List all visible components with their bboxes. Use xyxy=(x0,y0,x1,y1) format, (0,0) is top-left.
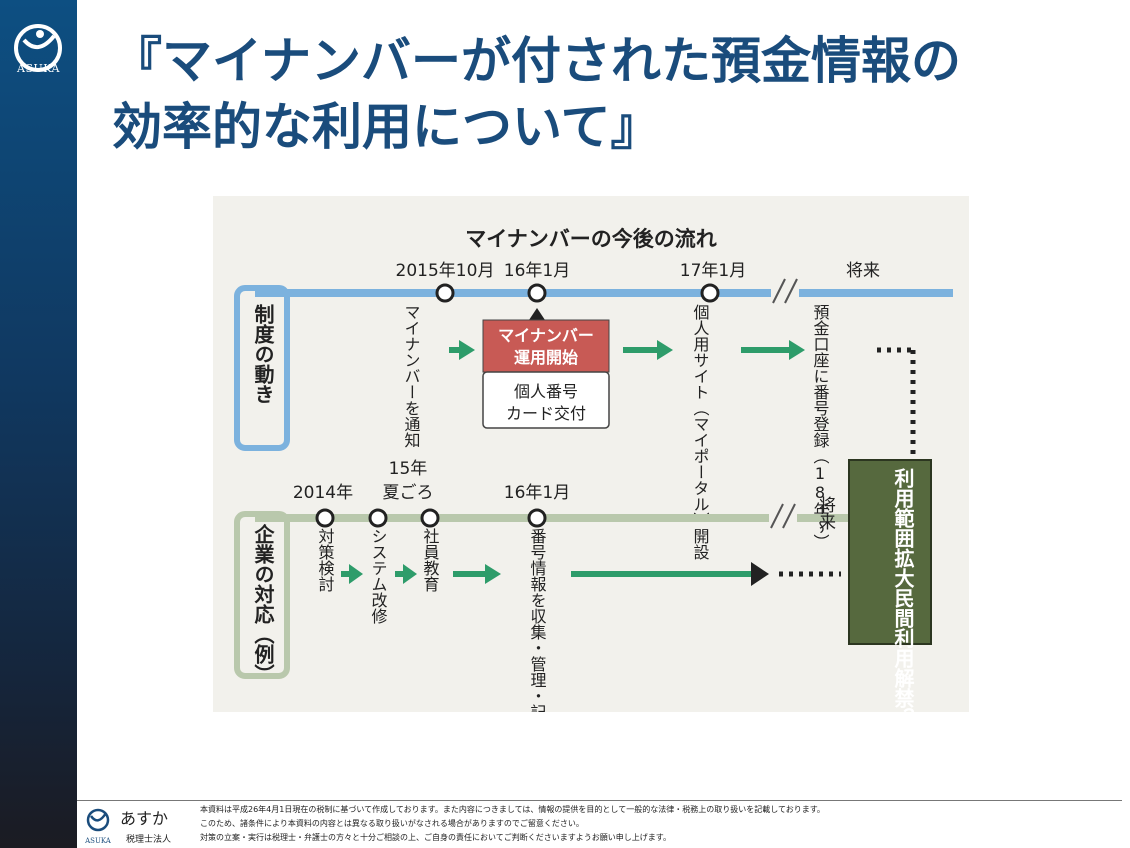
company-date-2014: 2014年 xyxy=(293,483,353,503)
company-break-mark xyxy=(770,503,784,529)
company-date-16-1: 16年1月 xyxy=(504,483,570,503)
footer-line: このため、諸条件により本資料の内容とは異なる取り扱いがなされる場合がありますので… xyxy=(200,819,584,828)
step-training-text: 社員教育 xyxy=(421,528,440,593)
system-date-16-1: 16年1月 xyxy=(504,261,570,281)
system-row-label: 制度の動き xyxy=(251,304,275,404)
system-milestone xyxy=(527,283,547,303)
arrow-icon xyxy=(789,340,805,360)
box-card-issue xyxy=(482,371,610,429)
timeline-figure: マイナンバーの今後の流れ 制度の動き 2015年10月 16年1月 17年1月 … xyxy=(213,196,969,712)
footer-line: 対策の立案・実行は税理士・弁護士の方々と十分ご相談の上、ご自身の責任においてご判… xyxy=(200,833,671,842)
footer-rule xyxy=(77,800,1122,801)
arrow-icon xyxy=(751,562,769,586)
system-break-mark xyxy=(784,278,798,304)
system-date-17-1: 17年1月 xyxy=(680,261,746,281)
footer-line: 本資料は平成26年4月1日現在の税制に基づいて作成しております。また内容につきま… xyxy=(200,805,825,814)
company-milestone xyxy=(527,508,547,528)
box-white-line2: カード交付 xyxy=(506,404,586,423)
arrow-icon xyxy=(459,340,475,360)
company-break-mark xyxy=(782,503,796,529)
asuka-logo-icon xyxy=(14,24,62,72)
system-row-bracket xyxy=(234,285,290,451)
notify-text: マイナンバーを通知 xyxy=(402,304,421,448)
system-date-2015-10: 2015年10月 xyxy=(396,261,495,281)
footer-brand-name: あすか xyxy=(120,809,168,828)
result-box xyxy=(848,459,932,645)
result-text: 利用範囲拡大民間利用解禁？ xyxy=(891,468,915,712)
page-title: 『マイナンバーが付された預金情報の 効率的な利用について』 xyxy=(112,28,1112,160)
system-break-mark xyxy=(772,278,786,304)
company-milestone xyxy=(315,508,335,528)
footer-disclaimer: 本資料は平成26年4月1日現在の税制に基づいて作成しております。また内容につきま… xyxy=(200,803,1120,845)
step-plan-text: 対策検討 xyxy=(316,528,335,592)
arrow-icon xyxy=(485,564,501,584)
system-milestone xyxy=(435,283,455,303)
box-white-line1: 個人番号 xyxy=(514,382,578,401)
system-date-future: 将来 xyxy=(846,261,880,281)
box-red-line1: マイナンバー xyxy=(498,326,594,345)
company-milestone xyxy=(368,508,388,528)
company-date-future: 将来 xyxy=(815,496,836,530)
arrow-icon xyxy=(349,564,363,584)
pointer-triangle-icon xyxy=(529,308,545,320)
step-collect-text: 番号情報を収集・管理・記載 xyxy=(528,528,547,712)
box-red-line2: 運用開始 xyxy=(514,348,578,367)
title-line-2: 効率的な利用について』 xyxy=(112,97,661,156)
portal-text: 個人用サイト（マイポータル）開設 xyxy=(691,304,710,560)
deposit-text: 預金口座に番号登録（18年〜） xyxy=(811,304,830,550)
arrow-icon xyxy=(403,564,417,584)
footer-logo-text: ASUKA xyxy=(84,837,112,845)
company-row-label: 企業の対応（例） xyxy=(251,523,275,684)
company-date-15: 15年 xyxy=(389,459,428,479)
arrow-icon xyxy=(657,340,673,360)
system-milestone xyxy=(700,283,720,303)
company-date-summer: 夏ごろ xyxy=(383,483,434,503)
diagram-heading: マイナンバーの今後の流れ xyxy=(465,227,717,251)
footer-brand-sub: 税理士法人 xyxy=(126,833,171,845)
sidebar: ASUKA xyxy=(0,0,77,848)
company-milestone xyxy=(420,508,440,528)
figure-background xyxy=(213,196,969,712)
footer-brand-logo: ASUKA あすか 税理士法人 xyxy=(84,808,171,845)
title-line-1: 『マイナンバーが付された預金情報の xyxy=(112,31,961,90)
sidebar-logo-text: ASUKA xyxy=(17,62,60,75)
step-system-text: システム改修 xyxy=(369,528,388,624)
box-operation-start xyxy=(482,319,610,373)
